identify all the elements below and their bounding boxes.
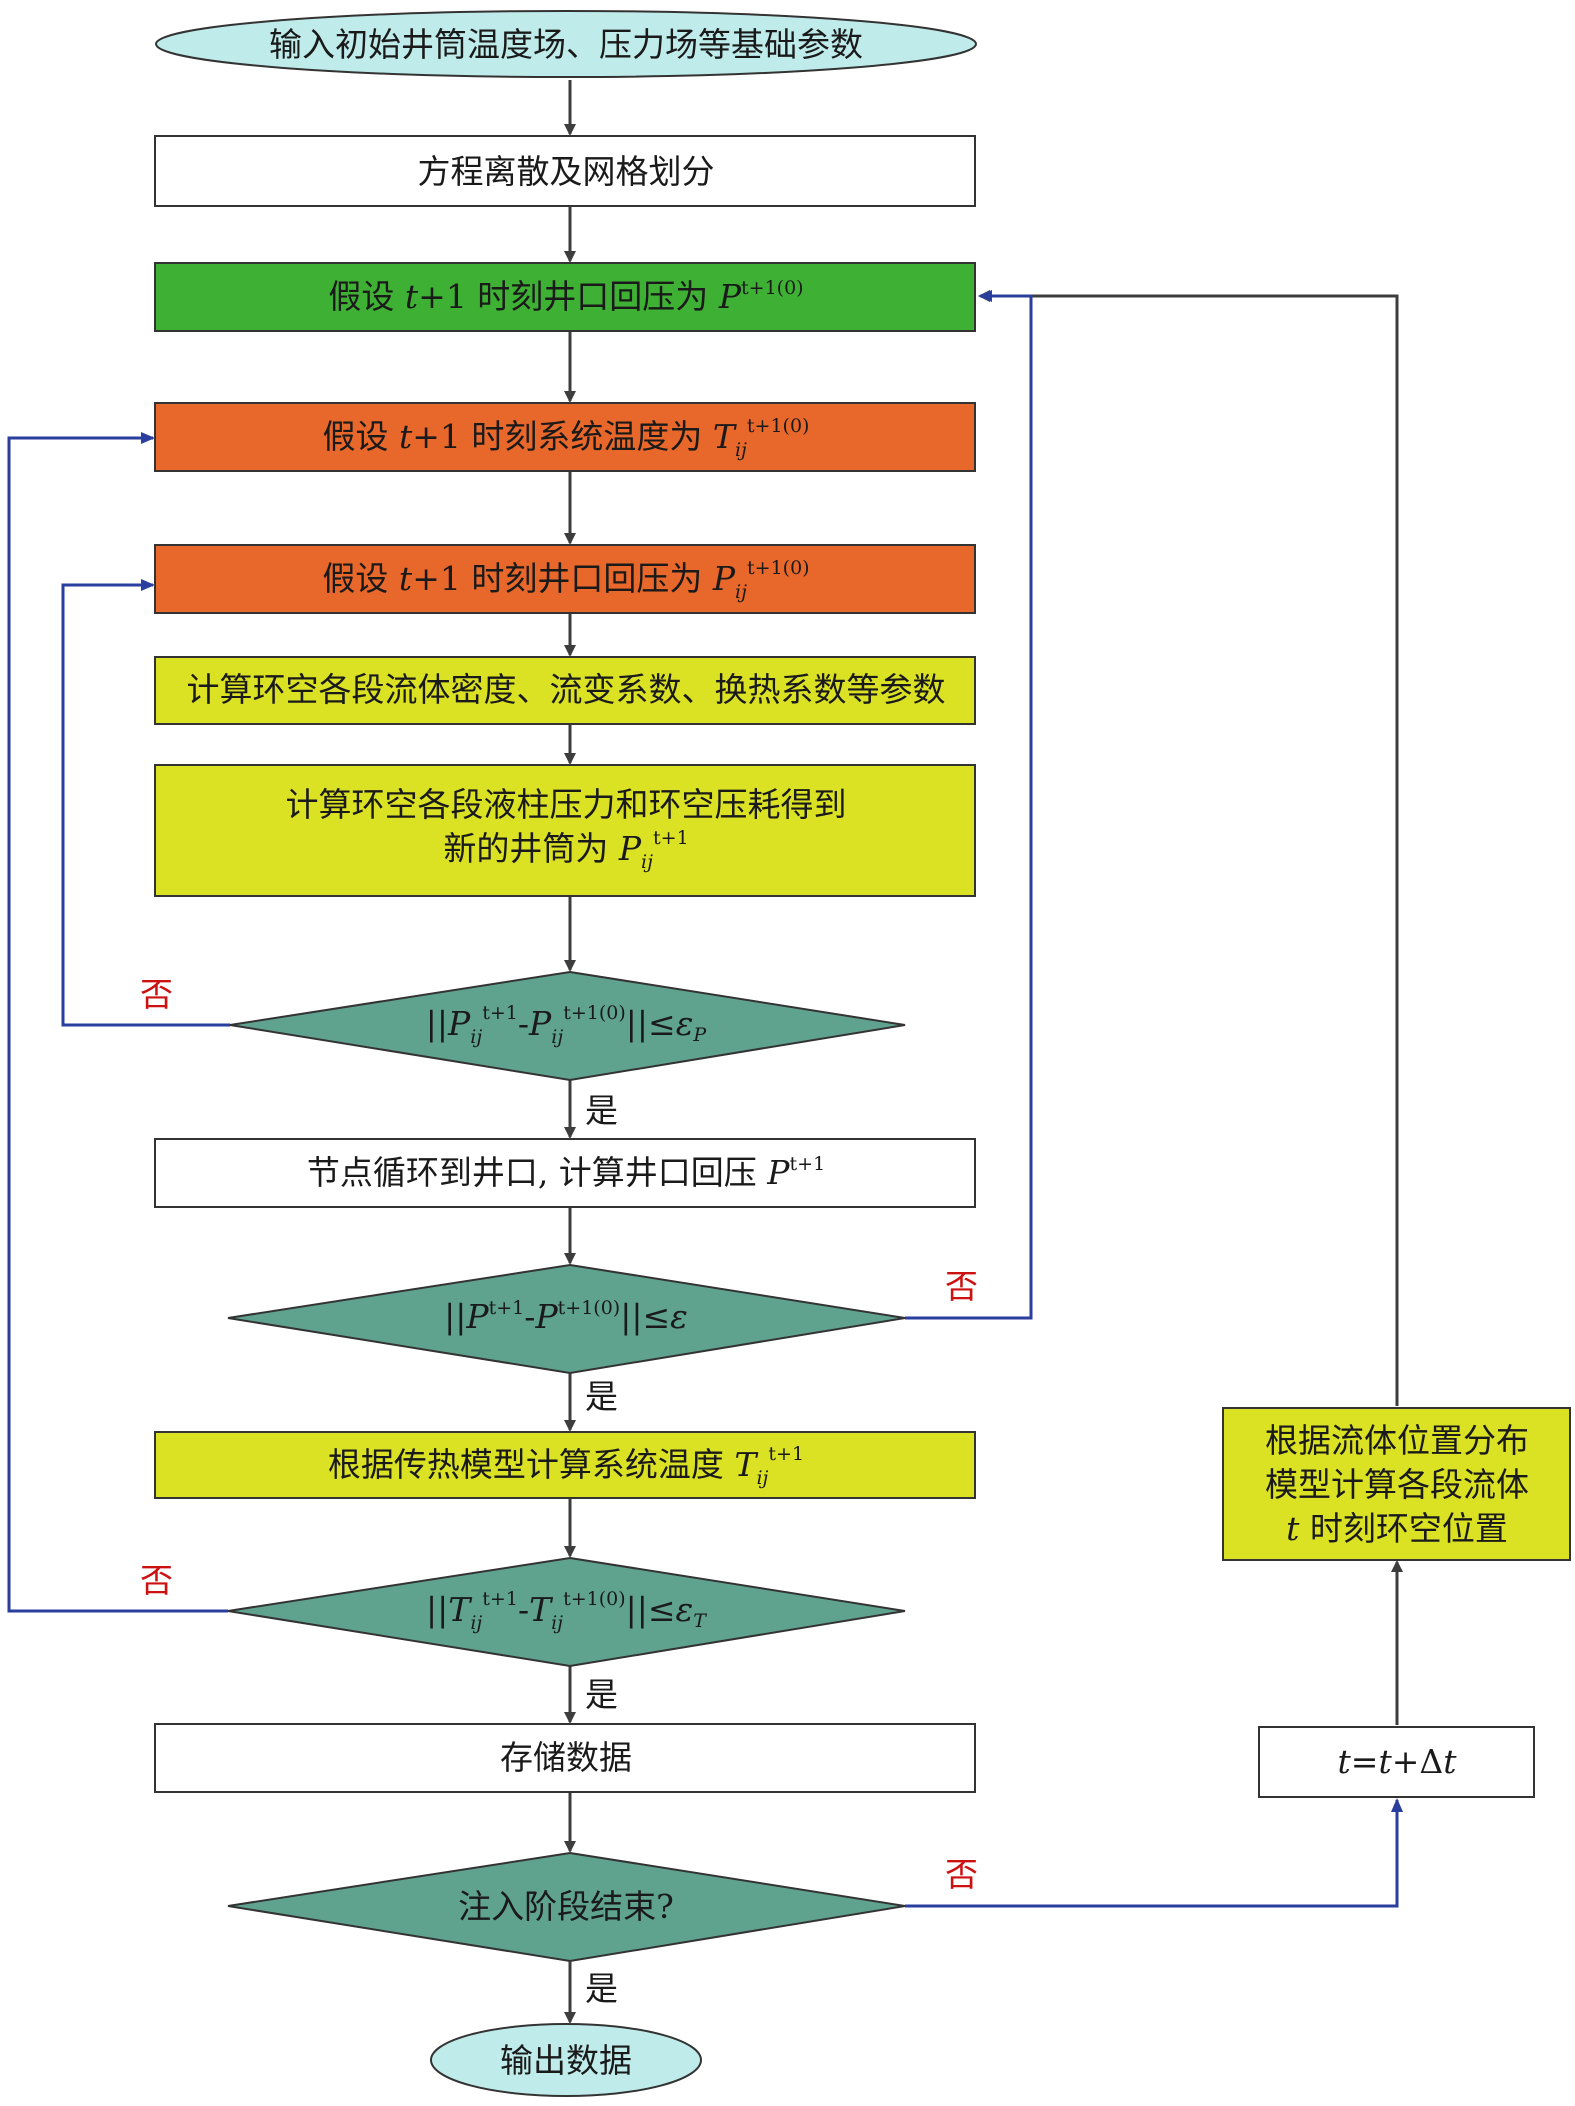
assume-backpressure-node: 假设 t+1 时刻井口回压为 Pt+1(0) <box>154 262 976 332</box>
assume-backpressure-box <box>154 262 976 332</box>
output-text: 输出数据 <box>500 2041 632 2080</box>
loop-backpressure-not-converged <box>905 290 1033 1320</box>
check-backpressure-node: ||Pt+1-Pt+1(0)||≤ε <box>227 1263 906 1375</box>
yes-label-temperature: 是 <box>585 1675 618 1714</box>
check-temperature-diamond <box>227 1556 906 1668</box>
loop-temperature-not-converged <box>7 432 228 1613</box>
store-text: 存储数据 <box>500 1738 632 1777</box>
calc-temperature-node: 根据传热模型计算系统温度 Tijt+1 <box>154 1431 976 1499</box>
node-loop-text: 节点循环到井口, 计算井口回压 Pt+1 <box>307 1153 825 1192</box>
store-node: 存储数据 <box>154 1723 976 1793</box>
assume-node-pressure-box <box>154 544 976 614</box>
discretize-text: 方程离散及网格划分 <box>418 152 715 191</box>
assume-backpressure-text: 假设 t+1 时刻井口回压为 Pt+1(0) <box>328 277 803 316</box>
start-text: 输入初始井筒温度场、压力场等基础参数 <box>269 25 863 64</box>
yes-label-injection: 是 <box>585 1969 618 2008</box>
check-pressure-diamond <box>229 970 906 1082</box>
fluid-position-line1: 根据流体位置分布 <box>1265 1421 1529 1460</box>
calc-pressure-box <box>154 764 976 897</box>
arrow-fluid-position-to-backpressure <box>978 290 1399 1406</box>
assume-temperature-node: 假设 t+1 时刻系统温度为 Tijt+1(0) <box>154 402 976 472</box>
loop-pressure-not-converged <box>61 579 230 1027</box>
assume-node-pressure-text: 假设 t+1 时刻井口回压为 Pijt+1(0) <box>322 557 809 603</box>
calc-temperature-text: 根据传热模型计算系统温度 Tijt+1 <box>328 1443 804 1489</box>
check-injection-node: 注入阶段结束? <box>227 1851 906 1963</box>
branch-labels: 是 是 是 是 否 否 否 否 <box>140 975 978 2008</box>
check-backpressure-diamond <box>227 1263 906 1375</box>
start-node: 输入初始井筒温度场、压力场等基础参数 <box>155 10 977 78</box>
yes-label-pressure: 是 <box>585 1091 618 1130</box>
fluid-position-box <box>1222 1407 1571 1561</box>
discretize-box <box>154 135 976 207</box>
loop-injection-not-finished <box>905 1798 1403 1908</box>
assume-temperature-box <box>154 402 976 472</box>
calc-pressure-line1: 计算环空各段液柱压力和环空压耗得到 <box>286 785 847 824</box>
output-node: 输出数据 <box>430 2023 702 2097</box>
assume-node-pressure-node: 假设 t+1 时刻井口回压为 Pijt+1(0) <box>154 544 976 614</box>
store-box <box>154 1723 976 1793</box>
fluid-position-node: 根据流体位置分布 模型计算各段流体 t 时刻环空位置 <box>1222 1407 1571 1561</box>
main-connectors <box>564 80 1403 2024</box>
feedback-loops <box>7 290 1403 1908</box>
node-loop-box <box>154 1138 976 1208</box>
node-loop-node: 节点循环到井口, 计算井口回压 Pt+1 <box>154 1138 976 1208</box>
check-injection-diamond <box>227 1851 906 1963</box>
calc-pressure-node: 计算环空各段液柱压力和环空压耗得到 新的井筒为 Pijt+1 <box>154 764 976 897</box>
assume-temperature-text: 假设 t+1 时刻系统温度为 Tijt+1(0) <box>323 415 810 461</box>
time-step-box <box>1258 1726 1535 1798</box>
check-temperature-node: ||Tijt+1-Tijt+1(0)||≤εT <box>227 1556 906 1668</box>
no-label-backpressure: 否 <box>945 1267 978 1306</box>
check-pressure-node: ||Pijt+1-Pijt+1(0)||≤εP <box>229 970 906 1082</box>
calc-params-text: 计算环空各段流体密度、流变系数、换热系数等参数 <box>187 670 946 709</box>
calc-temperature-box <box>154 1431 976 1499</box>
yes-label-backpressure: 是 <box>585 1377 618 1416</box>
check-backpressure-text: ||Pt+1-Pt+1(0)||≤ε <box>444 1297 688 1336</box>
check-temperature-text: ||Tijt+1-Tijt+1(0)||≤εT <box>426 1588 707 1634</box>
no-label-injection: 否 <box>945 1855 978 1894</box>
discretize-node: 方程离散及网格划分 <box>154 135 976 207</box>
calc-pressure-line2: 新的井筒为 Pijt+1 <box>443 827 688 873</box>
time-step-text: t=t+Δt <box>1338 1742 1458 1781</box>
start-ellipse <box>155 10 977 78</box>
check-pressure-text: ||Pijt+1-Pijt+1(0)||≤εP <box>426 1002 708 1048</box>
calc-params-node: 计算环空各段流体密度、流变系数、换热系数等参数 <box>154 656 976 725</box>
time-step-node: t=t+Δt <box>1258 1726 1535 1798</box>
check-injection-text: 注入阶段结束? <box>458 1887 674 1926</box>
output-ellipse <box>430 2023 702 2097</box>
no-label-temperature: 否 <box>140 1561 173 1600</box>
no-label-pressure: 否 <box>140 975 173 1014</box>
fluid-position-line3: t 时刻环空位置 <box>1286 1509 1508 1548</box>
calc-params-box <box>154 656 976 725</box>
fluid-position-line2: 模型计算各段流体 <box>1265 1465 1529 1504</box>
